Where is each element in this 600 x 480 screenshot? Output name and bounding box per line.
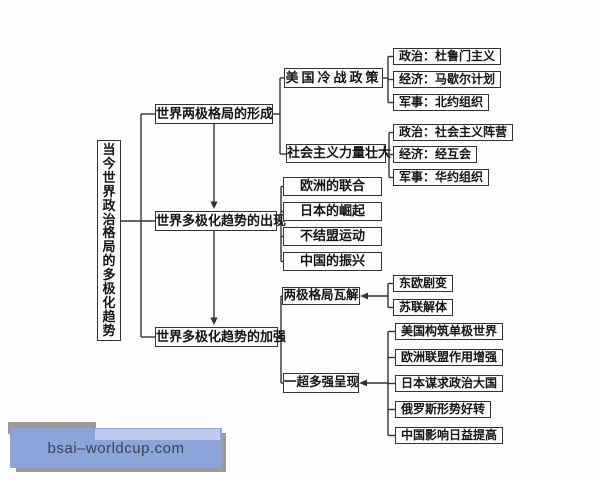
- leaf-truman-doctrine: 政治：杜鲁门主义: [393, 48, 502, 65]
- left-arrowhead: [359, 379, 367, 387]
- node-multipolar-emergence: 世界多极化趋势的出现: [155, 211, 286, 231]
- watermark-text: bsai–worldcup.com: [47, 439, 185, 457]
- left-arrowhead: [360, 292, 368, 300]
- bipolar-collapse-leaf-bracket: [360, 282, 393, 309]
- leaf-eastern-europe-upheaval: 东欧剧变: [393, 275, 454, 292]
- leaf-nato: 军事：北约组织: [393, 94, 490, 111]
- leaf-comecon: 经济：经互会: [393, 146, 478, 163]
- leaf-soviet-dissolution: 苏联解体: [393, 299, 454, 316]
- down-arrow-1: [210, 124, 218, 209]
- leaf-russia-improving: 俄罗斯形势好转: [395, 401, 492, 418]
- node-japan-rise: 日本的崛起: [283, 202, 382, 221]
- node-europe-union: 欧洲的联合: [283, 177, 382, 196]
- down-arrow-2: [210, 231, 218, 325]
- socialist-leaf-bracket: [386, 131, 393, 179]
- node-root-topic: 当今世界政治格局的多极化趋势: [97, 140, 121, 341]
- node-one-super-many-strong: 一超多强呈现: [283, 373, 359, 393]
- node-socialist-force-growth: 社会主义力量壮大: [286, 144, 391, 163]
- node-us-cold-war-policy: 美国冷战政策: [284, 68, 383, 88]
- root-bracket-edges: [121, 113, 155, 338]
- node-bipolar-formation: 世界两极格局的形成: [155, 104, 273, 124]
- leaf-marshall-plan: 经济：马歇尔计划: [393, 71, 502, 88]
- leaf-us-unipolar-world: 美国构筑单极世界: [395, 323, 504, 340]
- node-multipolar-strengthening: 世界多极化趋势的加强: [155, 327, 286, 347]
- branch1-child-bracket: [273, 77, 286, 155]
- node-non-aligned-movement: 不结盟运动: [283, 227, 382, 246]
- node-bipolar-collapse: 两极格局瓦解: [282, 287, 360, 305]
- cold-war-leaf-bracket: [383, 55, 393, 104]
- leaf-socialist-camp: 政治：社会主义阵营: [393, 124, 514, 141]
- leaf-warsaw-pact: 军事：华约组织: [393, 169, 490, 186]
- watermark-light-strip: [95, 429, 220, 440]
- leaf-japan-political-power: 日本谋求政治大国: [395, 375, 504, 392]
- leaf-china-influence-rising: 中国影响日益提高: [395, 427, 504, 444]
- node-china-revival: 中国的振兴: [283, 252, 382, 271]
- leaf-eu-role-strengthening: 欧洲联盟作用增强: [395, 349, 504, 366]
- branch2-child-bracket: [277, 185, 283, 263]
- one-super-leaf-bracket: [359, 330, 395, 437]
- branch3-child-bracket: [278, 295, 283, 384]
